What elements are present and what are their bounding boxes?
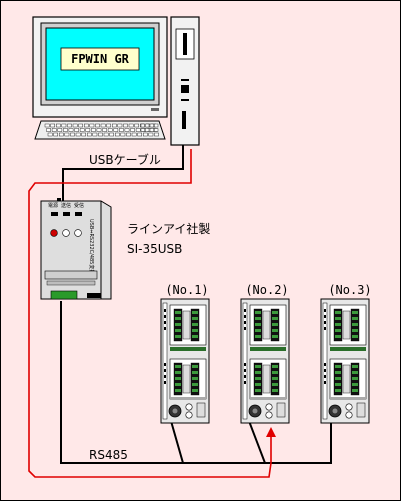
plc-unit-3: (No.3) [320,283,372,424]
pc-tower [170,16,200,146]
converter-tx-label: 送信 [61,202,71,209]
plc-unit-2: (No.2) [240,283,290,424]
monitor: FPWIN GR [32,16,168,118]
converter-rx-label: 受信 [74,202,84,209]
rs485-bus [60,301,332,464]
usb-cable-label: USBケーブル [89,152,161,167]
power-led [50,229,58,237]
rs485-label: RS485 [89,448,128,462]
plc-3-label: (No.3) [328,283,371,297]
usb-port [87,293,101,298]
plc-unit-1: (No.1) [160,283,210,424]
usb-cable [62,145,184,201]
plc-1-label: (No.1) [165,283,208,297]
screen-app-title: FPWIN GR [71,52,130,66]
tx-led [62,229,70,237]
converter-side-text: USB⇔RS232C/485変換器 [88,219,95,279]
keyboard-keys [44,123,159,137]
converter-maker-label: ラインアイ社製 [127,221,210,236]
signal-arrow-head [266,427,276,437]
converter-model-label: SI-35USB [127,242,182,256]
communication-path [28,149,272,478]
usb-rs485-converter: 電源 送信 受信 USB⇔RS232C/485変換器 [40,198,112,300]
rx-led [74,229,82,237]
drive-slot [181,85,189,93]
plc-2-label: (No.2) [245,283,288,297]
terminal-block [50,290,78,300]
keyboard [34,120,166,140]
screen-window [60,47,140,71]
converter-power-label: 電源 [48,202,58,209]
